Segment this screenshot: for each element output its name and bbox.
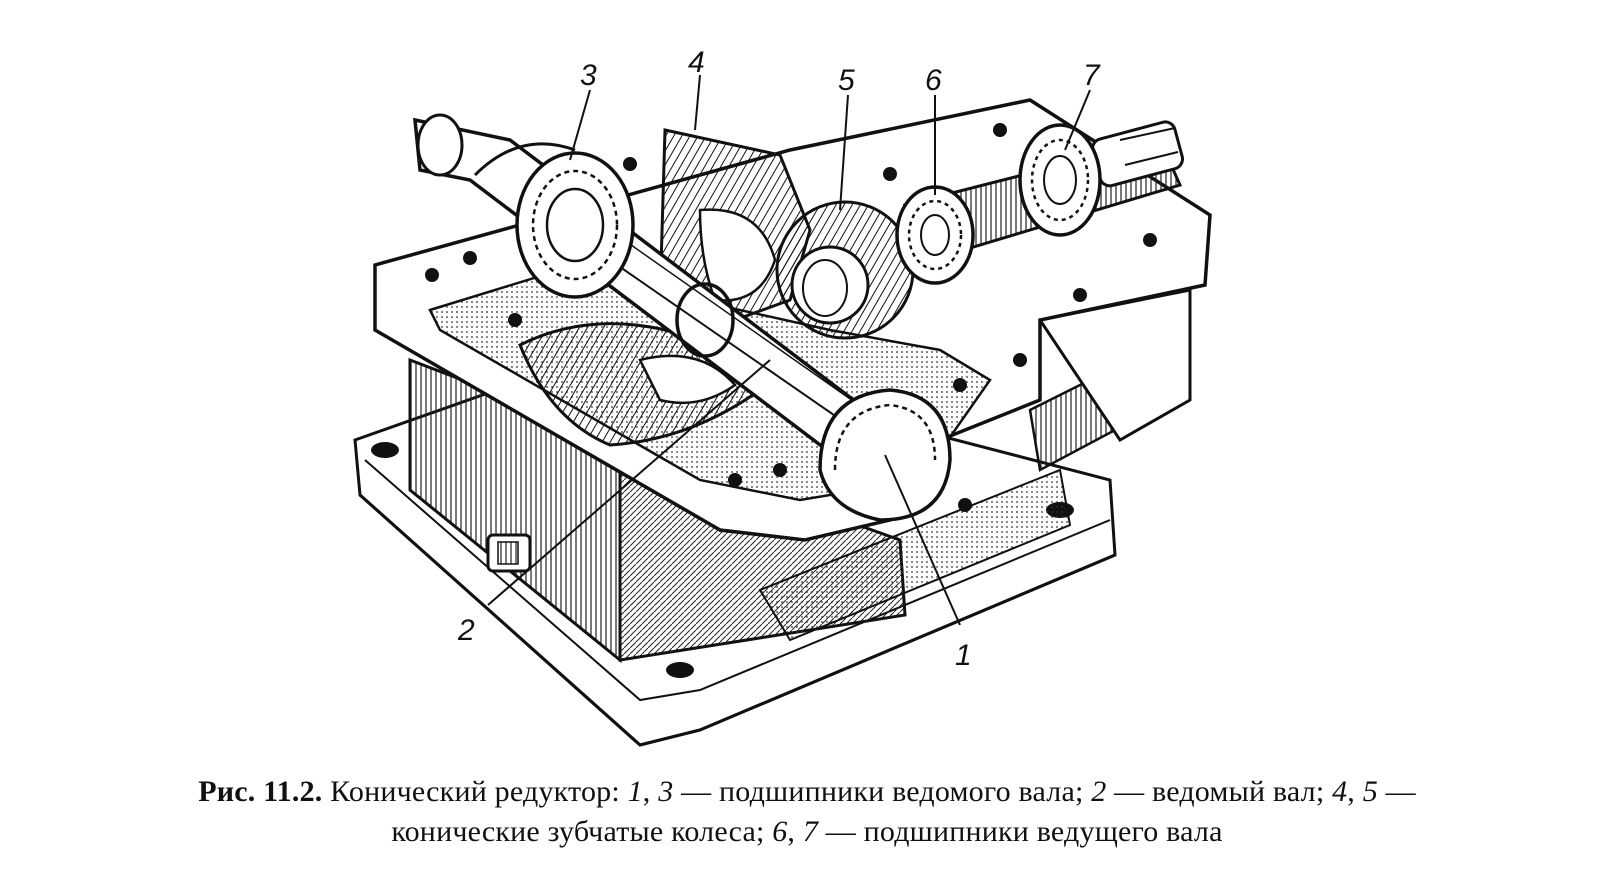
caption-text-d: конические зубчатые колеса; [391,815,773,848]
callout-2: 2 [457,614,475,647]
callout-6: 6 [925,64,942,97]
caption-title: Конический редуктор: [322,775,628,808]
callout-3: 3 [580,59,597,92]
bevel-gear-4 [658,128,812,322]
caption-line-1: Рис. 11.2. Конический редуктор: 1, 3 — п… [0,772,1614,812]
bevel-gearbox-diagram: 3 4 5 6 7 2 1 [353,46,1212,747]
spacer-ring [675,282,735,358]
bearing-3 [473,142,635,299]
callout-4: 4 [688,46,705,79]
caption-text-e: — подшипники ведущего вала [818,815,1223,848]
sep: , [642,775,659,808]
figure-caption: Рис. 11.2. Конический редуктор: 1, 3 — п… [0,772,1614,852]
leader-lines [487,74,1091,626]
sep: , [1347,775,1363,808]
bearing-6 [895,185,975,285]
drain-plug [486,533,532,573]
caption-text-c: — [1377,775,1416,808]
callout-5: 5 [838,64,855,97]
caption-text-b: — ведомый вал; [1106,775,1333,808]
caption-text-a: — подшипники ведомого вала; [673,775,1092,808]
ref-5: 5 [1362,775,1378,808]
bearing-7 [1018,123,1102,237]
callout-7: 7 [1083,59,1101,92]
figure-number: Рис. 11.2. [198,775,323,808]
ref-7: 7 [802,815,819,848]
ref-1: 1 [627,775,643,808]
ref-2: 2 [1091,775,1107,808]
ref-3: 3 [658,775,674,808]
ref-6: 6 [772,815,788,848]
sep: , [787,815,803,848]
bevel-pinion-5 [775,200,915,340]
callout-1: 1 [955,639,972,672]
ref-4: 4 [1332,775,1348,808]
caption-line-2: конические зубчатые колеса; 6, 7 — подши… [0,812,1614,852]
